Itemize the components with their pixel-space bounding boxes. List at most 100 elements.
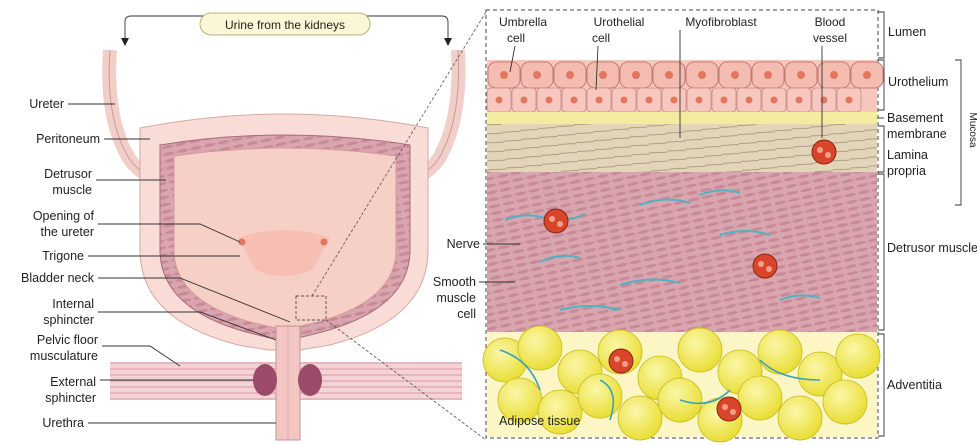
label-lamina-2: propria [887,164,926,178]
label-bladder-neck: Bladder neck [21,271,95,285]
external-sphincter-right [298,364,322,396]
cell-nucleus [566,71,574,79]
mucosa-bracket [955,60,961,205]
cell-nucleus [771,97,778,104]
label-umbrella-2: cell [507,31,525,45]
cell-nucleus [797,71,805,79]
cell-nucleus [521,97,528,104]
label-basement-1: Basement [887,111,944,125]
adipose-cell [778,396,822,440]
cell-nucleus [721,97,728,104]
blood-vessel [609,349,633,373]
label-opening-2: the ureter [40,225,94,239]
cell-nucleus [698,71,706,79]
label-urothelial-1: Urothelial [594,15,645,29]
red-blood-cell [817,147,823,153]
red-blood-cell [825,152,831,158]
urine-banner-label: Urine from the kidneys [225,18,345,32]
label-smooth-3: cell [457,307,476,321]
label-detrusor-1: Detrusor [44,167,92,181]
label-urothelial-2: cell [592,31,610,45]
right-ureter-opening [321,239,328,246]
label-peritoneum: Peritoneum [36,132,100,146]
detrusor-layer [487,172,877,332]
red-blood-cell [557,221,563,227]
cell-nucleus [599,71,607,79]
label-urethra: Urethra [42,416,84,430]
label-blood-1: Blood [815,15,846,29]
label-pelvic-1: Pelvic floor [37,333,98,347]
cell-nucleus [632,71,640,79]
adipose-cell [678,328,722,372]
lumen-bracket [878,12,884,58]
cell-nucleus [500,71,508,79]
label-mucosa: Mucosa [967,112,977,147]
label-ureter: Ureter [29,97,64,111]
red-blood-cell [614,356,620,362]
red-blood-cell [549,216,555,222]
label-urothelium: Urothelium [888,75,948,89]
basement-membrane [487,112,877,124]
lamina-bracket [878,126,884,172]
cell-nucleus [496,97,503,104]
label-blood-2: vessel [813,31,847,45]
right-arrowhead [444,38,452,46]
label-pelvic-2: musculature [30,349,98,363]
label-lumen: Lumen [888,25,926,39]
cell-nucleus [596,97,603,104]
cell-nucleus [696,97,703,104]
label-internal-2: sphincter [43,313,94,327]
label-umbrella-1: Umbrella [499,15,547,29]
label-myofibroblast: Myofibroblast [685,15,757,29]
cell-nucleus [646,97,653,104]
label-smooth-2: muscle [436,291,476,305]
label-detrusor-2: muscle [52,183,92,197]
label-nerve: Nerve [447,237,480,251]
cell-nucleus [571,97,578,104]
red-blood-cell [722,404,728,410]
label-external-1: External [50,375,96,389]
blood-vessel [812,140,836,164]
red-blood-cell [730,409,736,415]
cell-nucleus [796,97,803,104]
cell-nucleus [764,71,772,79]
cell-nucleus [731,71,739,79]
red-blood-cell [766,266,772,272]
label-adipose: Adipose tissue [499,414,580,428]
cell-nucleus [863,71,871,79]
label-external-2: sphincter [45,391,96,405]
cell-nucleus [830,71,838,79]
label-internal-1: Internal [52,297,94,311]
adipose-cell [823,380,867,424]
cell-nucleus [846,97,853,104]
cell-nucleus [533,71,541,79]
label-smooth-1: Smooth [433,275,476,289]
adipose-cell [618,396,662,440]
label-opening-1: Opening of [33,209,95,223]
red-blood-cell [758,261,764,267]
cell-nucleus [746,97,753,104]
adipose-cell [518,326,562,370]
wall-layers-diagram: Umbrella cell Urothelial cell Myofibrobl… [433,10,977,442]
bladder-diagram: Urine from the kidneys [21,12,486,440]
detrusor-bracket [878,174,884,330]
label-basement-2: membrane [887,127,947,141]
label-lamina-1: Lamina [887,148,928,162]
left-arrowhead [121,38,129,46]
blood-vessel [753,254,777,278]
adipose-cell [758,330,802,374]
label-detrusor-layer: Detrusor muscle [887,241,977,255]
label-adventitia: Adventitia [887,378,942,392]
cell-nucleus [665,71,673,79]
blood-vessel [717,397,741,421]
cell-nucleus [621,97,628,104]
adipose-cell [836,334,880,378]
external-sphincter-left [253,364,277,396]
red-blood-cell [622,361,628,367]
cell-nucleus [546,97,553,104]
adipose-cell [738,376,782,420]
label-trigone: Trigone [42,249,84,263]
cell-nucleus [671,97,678,104]
